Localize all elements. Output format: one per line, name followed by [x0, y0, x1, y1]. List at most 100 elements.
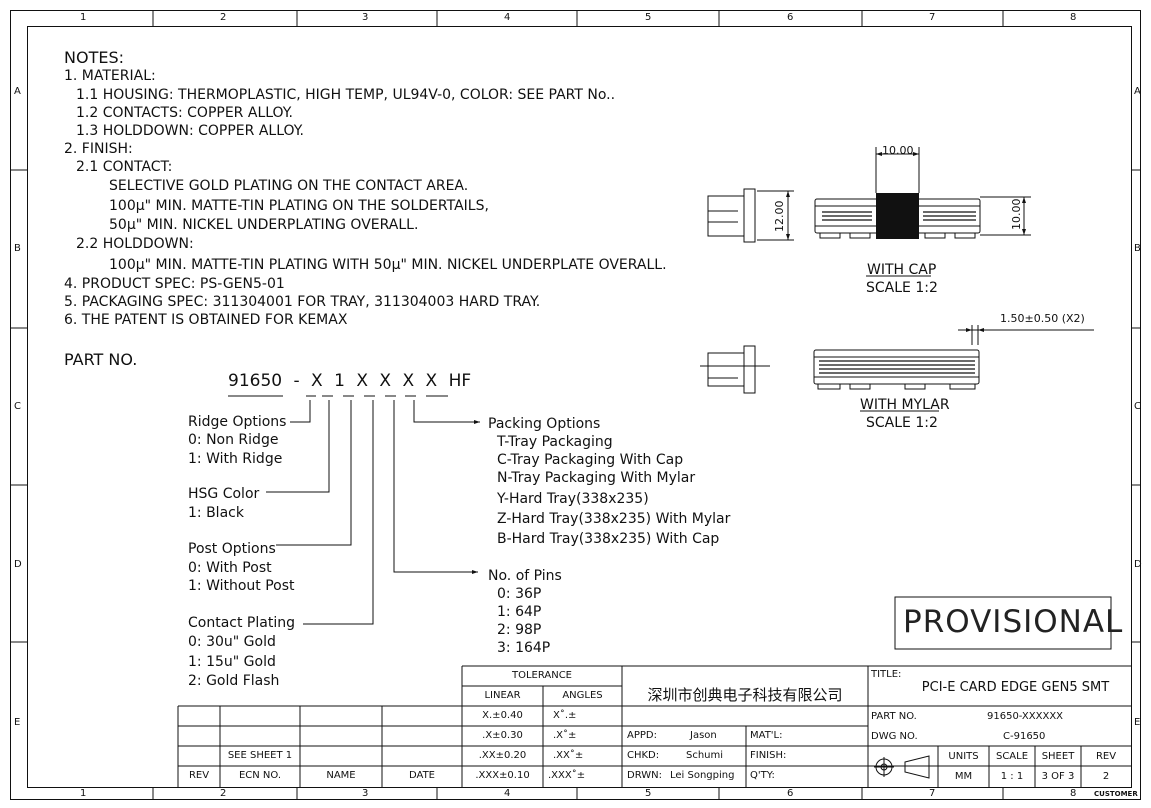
- note-line: 100µ" MIN. MATTE-TIN PLATING WITH 50µ" M…: [109, 257, 667, 273]
- scale-header: SCALE: [995, 751, 1029, 762]
- qty-label: Q'TY:: [750, 770, 775, 781]
- units-value: MM: [954, 771, 973, 782]
- grid-col-4: 4: [504, 12, 511, 23]
- cap-width-dim: 10.00: [882, 144, 914, 157]
- grid-col-7-bottom: 7: [929, 788, 936, 799]
- grid-col-7: 7: [929, 12, 936, 23]
- ridge-label: Ridge Options: [188, 414, 287, 430]
- tolerance-linear-header: LINEAR: [484, 690, 521, 701]
- grid-col-1-bottom: 1: [80, 788, 87, 799]
- tolerance-angle: .XX˚±: [553, 750, 584, 761]
- scale-value: 1 : 1: [1000, 771, 1024, 782]
- notes-title: NOTES:: [64, 48, 124, 67]
- plating-opt: 1: 15u" Gold: [188, 654, 276, 670]
- packing-opt: B-Hard Tray(338x235) With Cap: [497, 531, 720, 547]
- company-name: 深圳市创典电子科技有限公司: [647, 686, 843, 704]
- packing-label: Packing Options: [488, 416, 601, 432]
- ecn-header: ECN NO.: [238, 770, 282, 781]
- packing-opt: N-Tray Packaging With Mylar: [497, 470, 696, 486]
- name-header: NAME: [326, 770, 356, 781]
- part-x-post: X: [356, 371, 368, 391]
- tolerance-linear: .XX±0.20: [478, 750, 527, 761]
- mylar-dim: 1.50±0.50 (X2): [1000, 312, 1085, 325]
- material-label: MAT'L:: [750, 730, 783, 741]
- note-line: 2.1 CONTACT:: [76, 159, 173, 175]
- cap-height-left-dim: 12.00: [773, 200, 786, 233]
- grid-row-e: E: [14, 717, 21, 728]
- note-line: 1.2 CONTACTS: COPPER ALLOY.: [76, 105, 293, 121]
- mylar-view-scale: SCALE 1:2: [866, 415, 938, 431]
- plating-opt: 0: 30u" Gold: [188, 634, 276, 650]
- sheet-value: 3 OF 3: [1041, 771, 1075, 782]
- dwg-no-label: DWG NO.: [871, 731, 918, 742]
- grid-row-c-right: C: [1134, 401, 1141, 412]
- mylar-view-title: WITH MYLAR: [860, 397, 950, 413]
- tolerance-title: TOLERANCE: [511, 670, 573, 681]
- dwg-no-value: C-91650: [1003, 731, 1046, 742]
- pins-opt: 0: 36P: [497, 586, 542, 602]
- part-dash: -: [293, 371, 300, 391]
- note-line: 5. PACKAGING SPEC: 311304001 FOR TRAY, 3…: [64, 294, 541, 310]
- hsg-label: HSG Color: [188, 486, 260, 502]
- part-no-value: 91650-XXXXXX: [987, 711, 1064, 722]
- note-line: 4. PRODUCT SPEC: PS-GEN5-01: [64, 276, 285, 292]
- note-line: 6. THE PATENT IS OBTAINED FOR KEMAX: [64, 312, 348, 328]
- packing-opt: C-Tray Packaging With Cap: [497, 452, 684, 468]
- part-1: 1: [334, 371, 345, 391]
- grid-row-d: D: [14, 559, 22, 570]
- pins-opt: 2: 98P: [497, 622, 542, 638]
- plating-label: Contact Plating: [188, 615, 295, 631]
- see-sheet: SEE SHEET 1: [227, 750, 293, 761]
- tolerance-angle: .X˚±: [553, 730, 577, 741]
- grid-col-8: 8: [1070, 12, 1077, 23]
- packing-opt: T-Tray Packaging: [497, 434, 613, 450]
- part-base: 91650: [228, 371, 283, 391]
- note-line: 2. FINISH:: [64, 141, 133, 157]
- pins-label: No. of Pins: [488, 568, 562, 584]
- packing-opt: Y-Hard Tray(338x235): [497, 491, 649, 507]
- cap-view-scale: SCALE 1:2: [866, 280, 938, 296]
- tolerance-angle: X˚.±: [553, 710, 577, 721]
- grid-row-d-right: D: [1134, 559, 1142, 570]
- part-x-packing: X: [425, 371, 438, 391]
- post-opt: 1: Without Post: [188, 578, 295, 594]
- chkd-name: Schumi: [686, 750, 724, 761]
- part-title: PART NO.: [64, 350, 138, 369]
- chkd-label: CHKD:: [627, 750, 660, 761]
- grid-row-c: C: [14, 401, 21, 412]
- tolerance-angle: .XXX˚±: [548, 770, 586, 781]
- rev-value: 2: [1102, 771, 1110, 782]
- post-opt: 0: With Post: [188, 560, 272, 576]
- ridge-opt: 1: With Ridge: [188, 451, 283, 467]
- appd-name: Jason: [690, 730, 717, 741]
- grid-col-4-bottom: 4: [504, 788, 511, 799]
- grid-col-5-bottom: 5: [645, 788, 652, 799]
- grid-row-a: A: [14, 86, 21, 97]
- pins-opt: 1: 64P: [497, 604, 542, 620]
- part-x-ridge: X: [311, 371, 323, 391]
- grid-col-3-bottom: 3: [362, 788, 369, 799]
- grid-row-e-right: E: [1134, 717, 1141, 728]
- units-header: UNITS: [948, 751, 979, 762]
- grid-col-2-bottom: 2: [220, 788, 227, 799]
- post-label: Post Options: [188, 541, 276, 557]
- cap-height-right-dim: 10.00: [1010, 198, 1023, 231]
- part-no-label: PART NO.: [871, 711, 917, 722]
- hsg-opt: 1: Black: [188, 505, 244, 521]
- pins-opt: 3: 164P: [497, 640, 551, 656]
- cap-view-title: WITH CAP: [867, 262, 937, 278]
- note-line: 100µ" MIN. MATTE-TIN PLATING ON THE SOLD…: [109, 198, 489, 214]
- grid-col-2: 2: [220, 12, 227, 23]
- grid-col-8-bottom: 8: [1070, 788, 1077, 799]
- title-label: TITLE:: [871, 669, 902, 680]
- drwn-name: Lei Songping: [670, 770, 735, 781]
- finish-label: FINISH:: [750, 750, 787, 761]
- note-line: 1.3 HOLDDOWN: COPPER ALLOY.: [76, 123, 304, 139]
- tolerance-angles-header: ANGLES: [562, 690, 603, 701]
- grid-col-6: 6: [787, 12, 794, 23]
- rev-header-title: REV: [1095, 751, 1117, 762]
- grid-col-1: 1: [80, 12, 87, 23]
- note-line: 50µ" MIN. NICKEL UNDERPLATING OVERALL.: [109, 217, 419, 233]
- tolerance-linear: .X±0.30: [482, 730, 523, 741]
